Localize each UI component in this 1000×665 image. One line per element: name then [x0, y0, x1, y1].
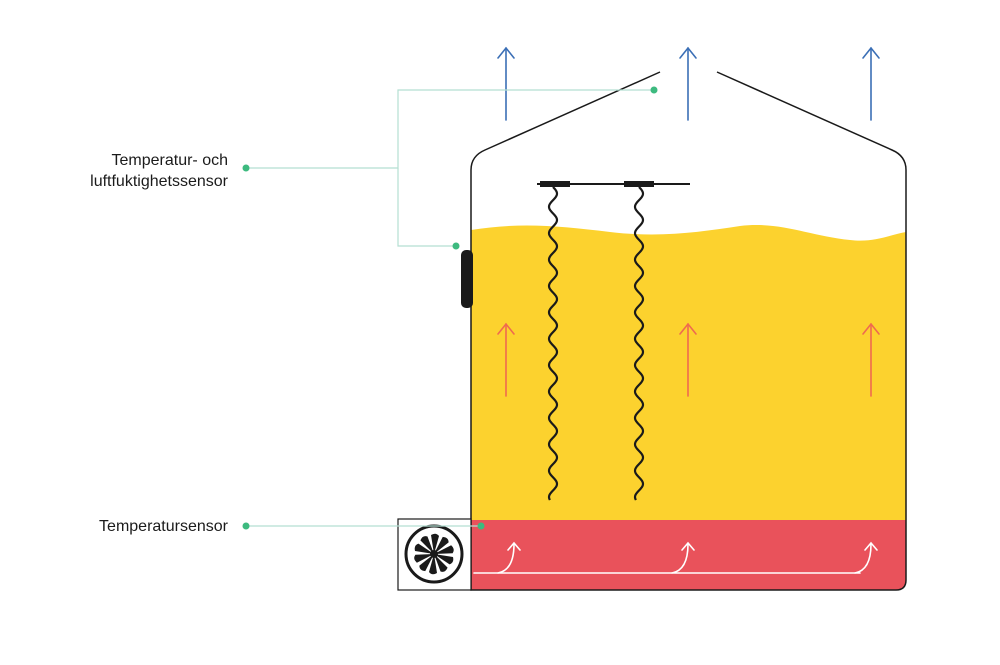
fan-blade: [434, 536, 449, 554]
hot-air-chamber: [471, 520, 906, 590]
sensor-dot: [242, 164, 250, 172]
exhaust-arrow-icon: [497, 46, 515, 121]
leader-line-humidity-side: [397, 168, 456, 247]
rod-holder-left: [540, 181, 570, 187]
stirring-rod-left: [547, 186, 559, 501]
humidity-sensor-label-line1: Temperatur- och: [111, 152, 229, 169]
silo-outline: [470, 71, 907, 591]
rod-holder-right: [624, 181, 654, 187]
fan-blade: [434, 554, 454, 565]
fan-blade: [414, 554, 434, 563]
fan-blade: [429, 554, 437, 575]
humidity-sensor-device: [461, 250, 473, 308]
heat-arrow-icon: [862, 322, 880, 397]
airflow-curl-icon: [671, 543, 689, 574]
fan-blade: [434, 554, 448, 572]
temperature-sensor-label: Temperatursensor: [99, 518, 228, 535]
exhaust-arrow-icon: [862, 46, 880, 121]
fan-blade: [414, 543, 434, 554]
heat-arrow-icon: [497, 322, 515, 397]
heat-arrow-icon: [679, 322, 697, 397]
stirring-rod-right: [633, 186, 645, 501]
fan-blade: [420, 536, 434, 554]
airflow-curl-icon: [497, 543, 515, 574]
fan-icon: [404, 524, 464, 584]
humidity-sensor-label: Temperatur- och luftfuktighetssensor: [90, 150, 228, 192]
humidity-sensor-label-line2: luftfuktighetssensor: [90, 173, 228, 190]
sensor-dot: [650, 86, 658, 94]
fan-blade: [434, 545, 454, 554]
sensor-dot: [452, 242, 460, 250]
leader-line-humidity: [246, 89, 654, 169]
fan-blade: [419, 554, 434, 572]
sensor-dot: [242, 522, 250, 530]
fan-blade: [431, 533, 439, 554]
airflow-curl-icon: [854, 543, 872, 574]
sensor-dot: [477, 522, 485, 530]
exhaust-arrow-icon: [679, 46, 697, 121]
